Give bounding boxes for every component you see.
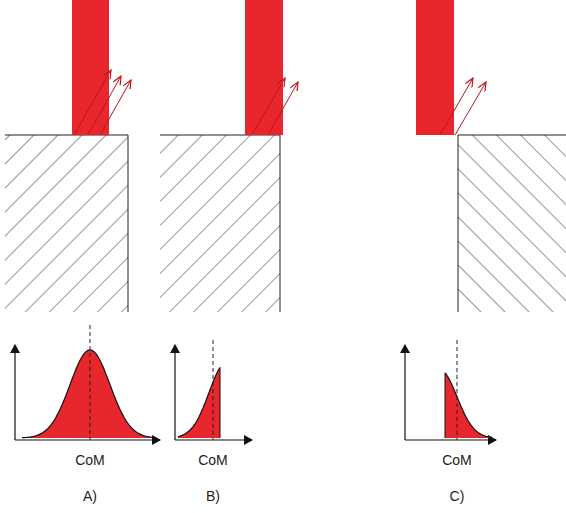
com-label: CoM <box>442 453 472 468</box>
panel-label: B) <box>206 489 220 504</box>
distribution-fill <box>22 350 155 438</box>
distribution-fill <box>178 368 220 439</box>
com-lines <box>90 325 457 440</box>
panel-c <box>416 0 566 312</box>
distribution-curve <box>22 350 155 438</box>
graph-axes <box>15 345 496 440</box>
com-label: CoM <box>198 453 228 468</box>
cut-edge <box>220 368 221 438</box>
panel-a <box>5 0 131 312</box>
distribution-fill <box>445 373 492 438</box>
distribution-curve <box>178 368 220 437</box>
panel-label: A) <box>83 489 97 504</box>
panel-label: C) <box>450 489 465 504</box>
panel-b <box>160 0 298 312</box>
cut-edge <box>445 373 446 438</box>
distribution-curve <box>445 373 492 438</box>
distribution-curves <box>22 350 492 438</box>
com-label: CoM <box>75 453 105 468</box>
